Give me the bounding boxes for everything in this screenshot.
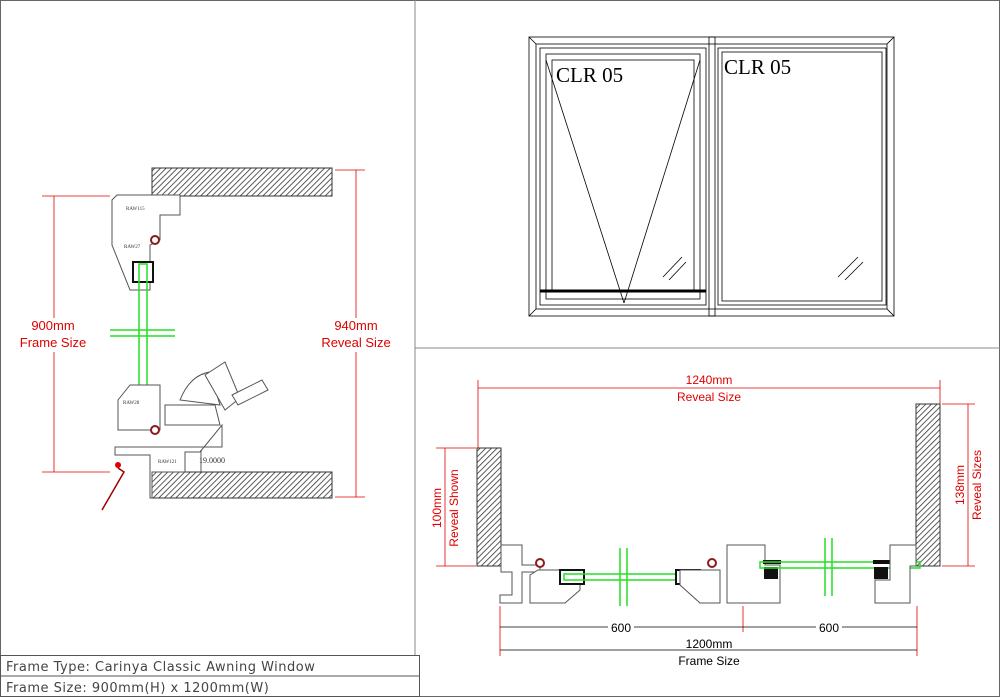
head-frame-profile — [111, 194, 181, 291]
frame-size-dim: 900mm — [31, 318, 74, 333]
frame-width-dim: 1200mm — [686, 637, 733, 651]
left-pane-label: CLR 05 — [556, 63, 623, 87]
head-reveal-wall — [151, 167, 333, 197]
head-seal — [150, 235, 160, 245]
reveal-width-label: Reveal Size — [677, 390, 741, 404]
left-reveal-wall — [476, 447, 502, 567]
vertical-section: 19.0000 RAW115 RAW27 RAW28 RAW121 900mm … — [20, 167, 391, 511]
window-elevation: CLR 05 CLR 05 — [528, 36, 895, 317]
profile-code: RAW27 — [124, 245, 141, 250]
right-pane-label: CLR 05 — [724, 55, 791, 79]
right-reveal-wall — [915, 403, 941, 567]
mullion — [708, 36, 716, 317]
reveal-width-dim: 1240mm — [686, 373, 733, 387]
profile-code: RAW121 — [158, 460, 177, 465]
frame-size-label: Frame Size — [20, 335, 86, 350]
sill-reveal-wall — [151, 471, 333, 499]
reveal-shown-label: Reveal Shown — [447, 469, 461, 546]
reveal-size-label: Reveal Size — [321, 335, 390, 350]
reveal-sizes-label: Reveal Sizes — [970, 450, 984, 520]
head-glazing-wedge — [132, 261, 154, 283]
profile-code: RAW115 — [126, 207, 145, 212]
sill-frame-profile — [114, 423, 223, 499]
frame-type-text: Frame Type: Carinya Classic Awning Windo… — [6, 660, 315, 675]
left-pane-dim: 600 — [611, 621, 631, 635]
awning-sash — [539, 47, 707, 306]
chain-winder — [164, 361, 269, 426]
frame-size-text: Frame Size: 900mm(H) x 1200mm(W) — [6, 681, 269, 696]
gap-dim: 19.0000 — [199, 456, 225, 465]
fixed-pane — [717, 47, 887, 306]
reveal-size-dim: 940mm — [334, 318, 377, 333]
reveal-sizes-dim: 138mm — [953, 465, 967, 505]
horizontal-section: 1240mm Reveal Size 100mm Reveal Shown 13… — [430, 373, 984, 668]
frame-width-label: Frame Size — [678, 654, 740, 668]
reveal-shown-dim: 100mm — [430, 488, 444, 528]
profile-code: RAW28 — [123, 401, 140, 406]
sill-sash-profile — [117, 384, 161, 431]
mullion-profile — [726, 544, 781, 604]
sill-seal — [150, 425, 160, 435]
right-pane-dim: 600 — [819, 621, 839, 635]
handle-icon — [115, 462, 121, 468]
title-block: Frame Type: Carinya Classic Awning Windo… — [0, 655, 420, 697]
